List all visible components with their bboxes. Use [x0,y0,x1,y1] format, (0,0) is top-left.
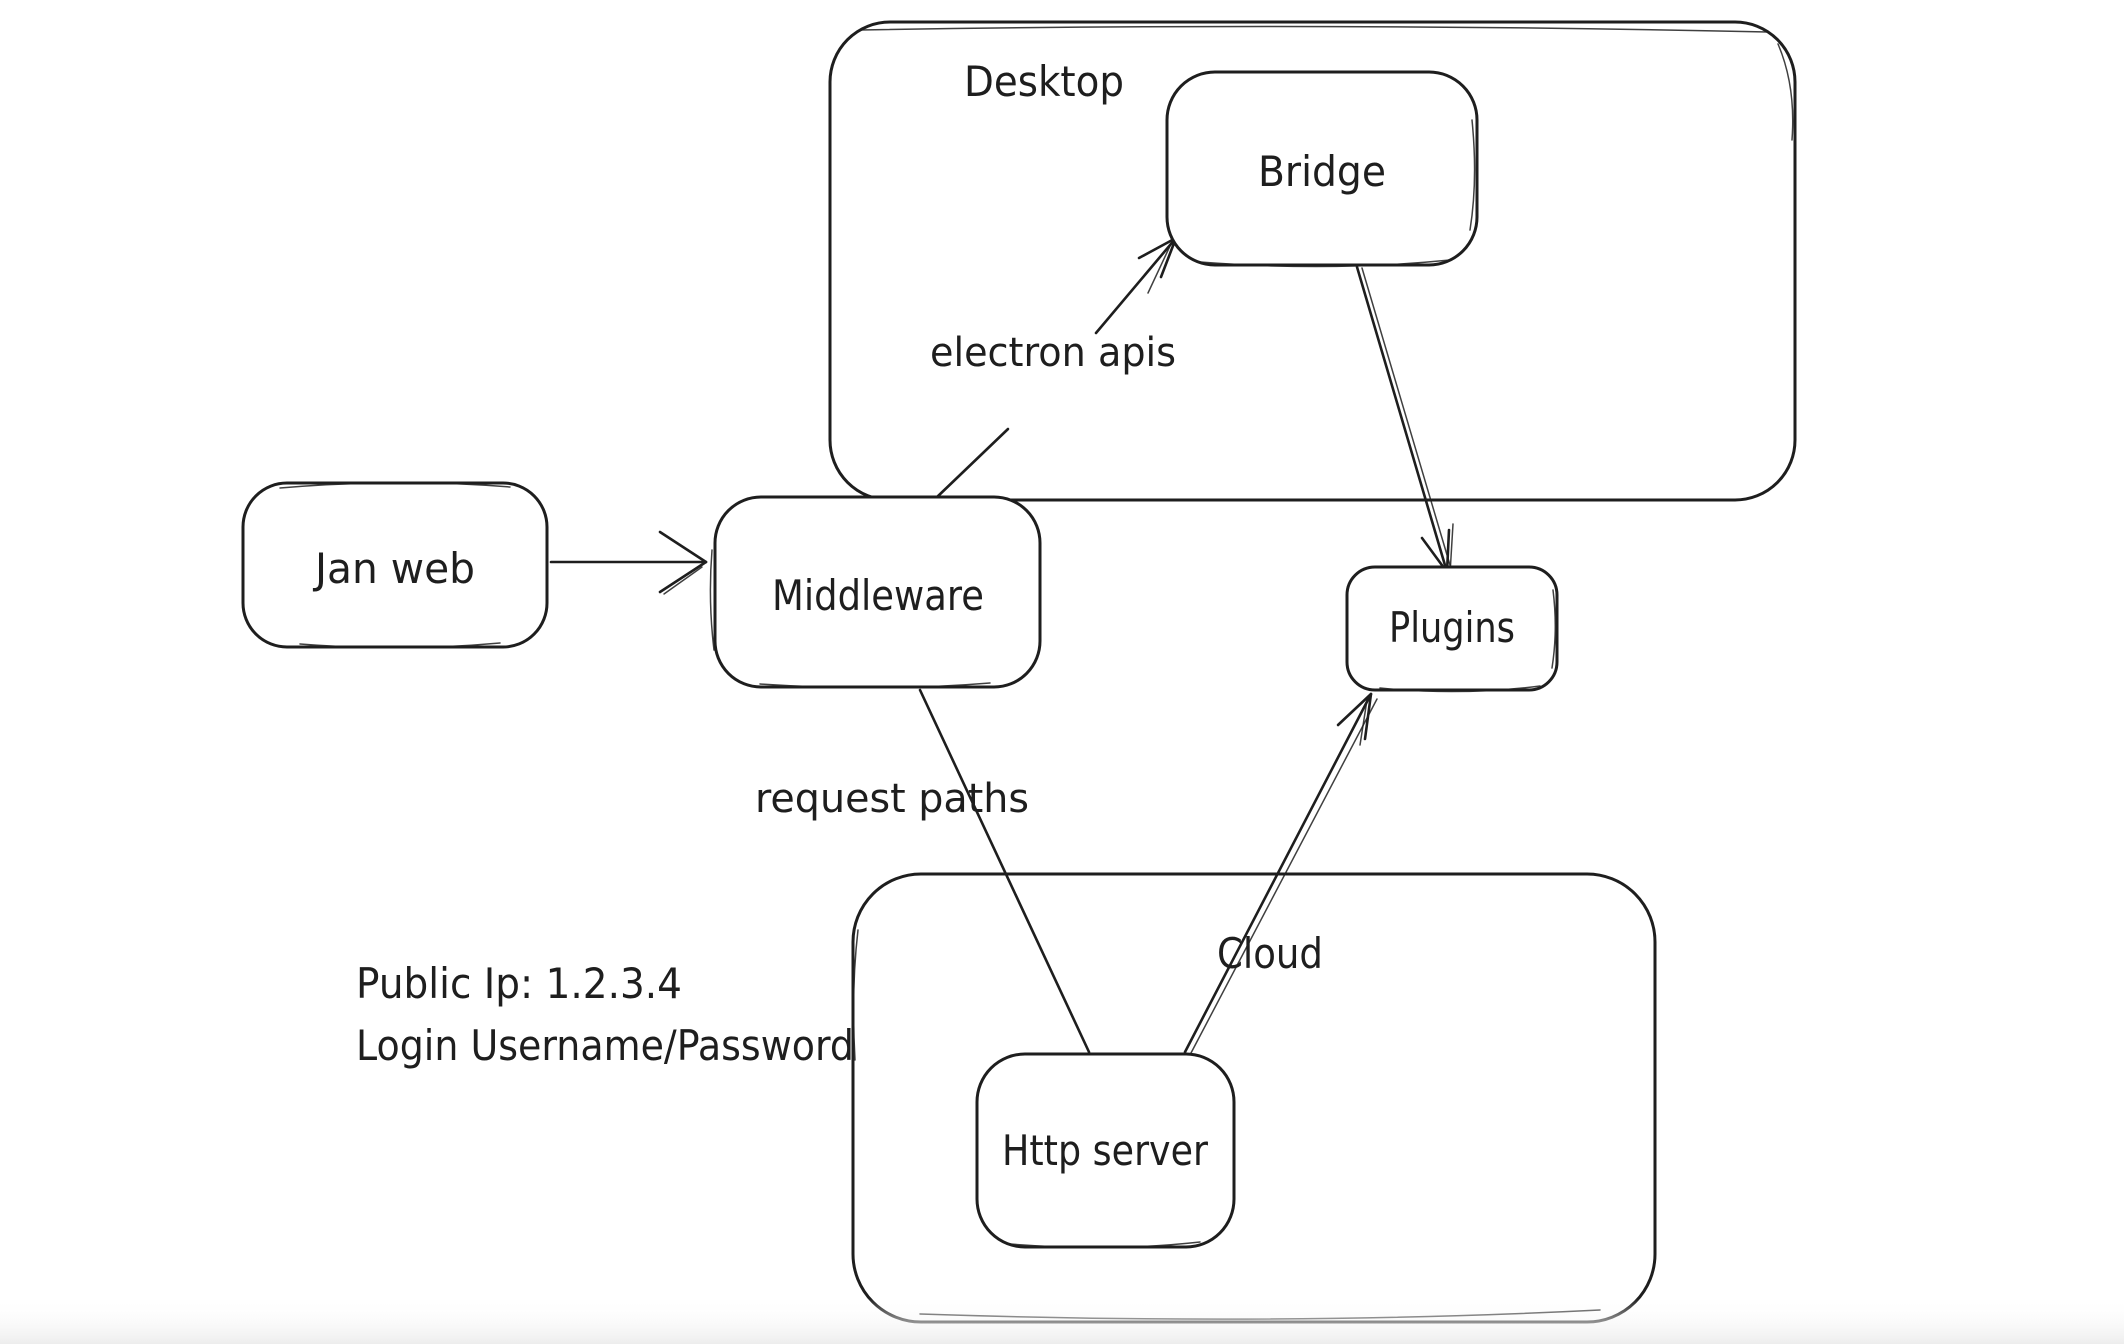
desktop-container-label[interactable]: Desktop [964,57,1124,106]
node-bridge-label[interactable]: Bridge [1258,147,1386,196]
annotation-text-group: Public Ip: 1.2.3.4 Login Username/Passwo… [356,959,854,1070]
desktop-container-group: Desktop [828,20,1797,502]
cloud-container-label[interactable]: Cloud [1217,929,1323,978]
edge-middleware-to-bridge[interactable] [934,236,1178,500]
bottom-fade-strip [0,1298,2124,1344]
edge-sketch-stroke [1361,267,1451,566]
edge-line-segment [1094,236,1178,335]
arrowhead-sketch-stroke [663,566,703,595]
node-plugins-group: Plugins [1345,565,1559,693]
arrowhead-sketch-stroke [1359,699,1368,746]
annotation-login[interactable]: Login Username/Password [356,1021,854,1070]
edge-label-electron-apis[interactable]: electron apis [930,330,1176,376]
node-bridge[interactable] [1165,70,1479,267]
edge-httpserver-to-plugins[interactable] [1183,692,1378,1054]
edge-label-request-paths[interactable]: request paths [755,776,1029,822]
arrowhead [1137,236,1178,279]
edge-line [918,688,1091,1054]
node-plugins-sketch-stroke [1379,685,1541,693]
desktop-container-sketch-corner [1777,43,1794,141]
arrowhead-sketch-stroke [1147,245,1171,294]
node-janweb-label[interactable]: Jan web [312,544,475,593]
edge-bridge-to-plugins[interactable] [1355,265,1454,575]
node-bridge-sketch-edge [1469,119,1476,231]
edge-line [1183,692,1373,1054]
edge-middleware-to-httpserver[interactable] [918,688,1091,1054]
node-middleware-label[interactable]: Middleware [772,571,984,620]
edge-line-segment [934,427,1010,500]
node-middleware-sketch-stroke [709,549,715,651]
node-httpserver-label[interactable]: Http server [1002,1126,1209,1175]
node-httpserver-sketch-stroke [1009,1241,1201,1249]
annotation-public-ip[interactable]: Public Ip: 1.2.3.4 [356,959,682,1008]
edge-sketch-stroke [1190,698,1378,1054]
edge-janweb-to-middleware[interactable] [549,530,708,595]
desktop-container[interactable] [828,20,1797,502]
node-bridge-group: Bridge [1165,70,1479,268]
arrowhead [658,530,708,594]
node-plugins-label[interactable]: Plugins [1389,603,1515,652]
node-plugins[interactable] [1345,565,1559,692]
node-janweb-sketch-edge [299,642,501,649]
node-middleware-group: Middleware [709,495,1042,689]
node-middleware-sketch-edge [759,682,991,689]
arrowhead [1336,692,1373,741]
cloud-container-sketch-edge [852,929,859,1061]
node-plugins-sketch-edge [1551,589,1557,669]
node-bridge-sketch-stroke [1199,259,1451,268]
edge-line [1355,265,1449,574]
node-janweb-group: Jan web [241,481,549,649]
node-httpserver-group: Http server [975,1052,1236,1249]
node-janweb-sketch-stroke [279,482,511,489]
desktop-container-sketch-stroke [859,25,1769,33]
